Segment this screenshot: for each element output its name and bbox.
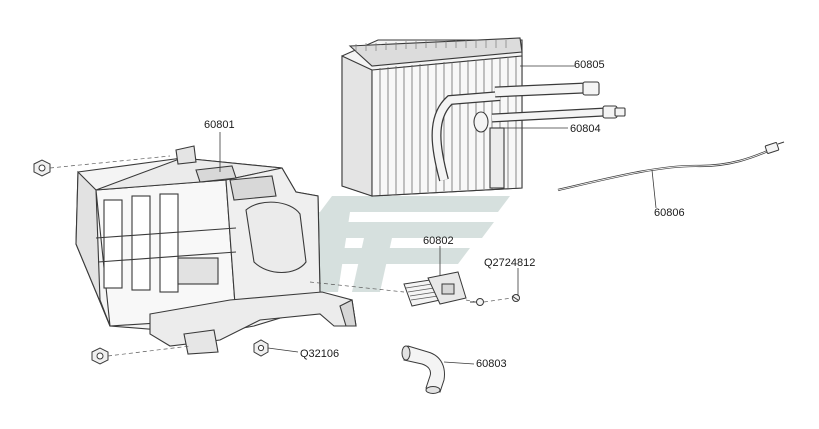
leader-lines	[219, 65, 657, 365]
callout-60801: 60801	[204, 119, 235, 131]
callout-60803: 60803	[476, 358, 507, 370]
drain-hose	[401, 345, 445, 394]
callout-q32106: Q32106	[300, 348, 340, 360]
callout-60805: 60805	[574, 59, 605, 71]
nut-upper-left	[33, 159, 51, 177]
blower-resistor	[403, 271, 520, 307]
watermark-logo	[288, 196, 510, 292]
callout-60802: 60802	[423, 235, 454, 247]
dashed-assembly-lines	[49, 155, 513, 357]
heater-housing	[75, 145, 357, 355]
callout-60804: 60804	[570, 123, 601, 135]
evaporator-core	[341, 37, 626, 197]
nut-bottom-center	[253, 339, 269, 357]
callout-60806: 60806	[654, 207, 685, 219]
callout-q2724812: Q2724812	[484, 257, 536, 269]
nut-lower-left	[91, 347, 109, 365]
thermistor-wire	[557, 141, 785, 192]
